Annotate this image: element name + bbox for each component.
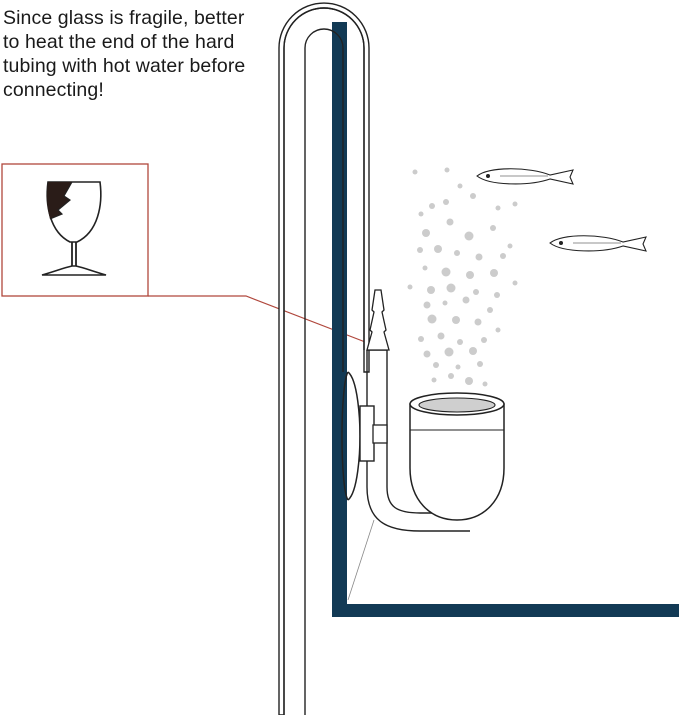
bubble [495,205,501,211]
bubble [500,253,506,259]
diffuser-membrane [418,397,496,413]
tank-wall-left [332,22,347,617]
bubble [457,339,463,345]
co2-diffuser-cup [409,392,505,521]
bubble [423,350,431,358]
bubble [477,361,483,367]
bubble [455,364,461,370]
fish-icon [549,235,647,252]
bubble [422,229,430,237]
fragile-glass-icon [41,181,107,276]
bubble [462,296,470,304]
bubble [490,269,498,277]
bubble [418,336,424,342]
bubble [443,199,449,205]
tank-bottom [332,604,679,617]
tubing-connector [366,289,390,351]
bubble [431,377,437,383]
note-line-2: to heat the end of the hard [3,31,235,53]
bubble [495,327,501,333]
bubble [452,316,460,324]
bubble [482,381,488,387]
mounting-clip [359,405,375,462]
bubble [507,243,513,249]
fish-icon [476,168,574,185]
bubble [422,265,428,271]
bubble [423,301,431,309]
fragile-warning-note: Since glass is fragile, better to heat t… [3,6,283,102]
note-line-1: Since glass is fragile, better [3,7,245,29]
bubble [448,373,454,379]
bubble [444,167,450,173]
callout-box [1,163,149,297]
bubble [473,289,479,295]
co2-bubbles [407,167,518,387]
bubble [487,307,493,313]
bubble [427,286,435,294]
bubble [465,377,473,385]
callout-leader-line [148,295,374,346]
bubble [427,314,437,324]
bubble [474,318,482,326]
bubble [512,201,518,207]
bubble [446,283,456,293]
note-line-3: tubing with hot water before [3,55,246,77]
fragile-callout [1,163,374,346]
bubble [434,245,442,253]
bubble [442,300,448,306]
bubble [444,347,454,357]
bubble [481,337,487,343]
bubble [412,169,418,175]
bubble [418,211,424,217]
suction-cup-icon [341,371,388,601]
bubble [494,292,500,298]
bubble [490,225,496,231]
bubble [454,250,460,256]
bubble [469,347,477,355]
bubble [464,231,474,241]
bubble [441,267,451,277]
bubble [407,284,413,290]
note-line-4: connecting! [3,79,104,101]
bubble [457,183,463,189]
bubble [475,253,483,261]
bubble [437,332,445,340]
glass-tube [278,2,370,715]
bubble [470,193,476,199]
bubble [512,280,518,286]
bubble [417,247,423,253]
bubble [429,203,435,209]
bubble [433,362,439,368]
bubble [466,271,474,279]
bubble [446,218,454,226]
